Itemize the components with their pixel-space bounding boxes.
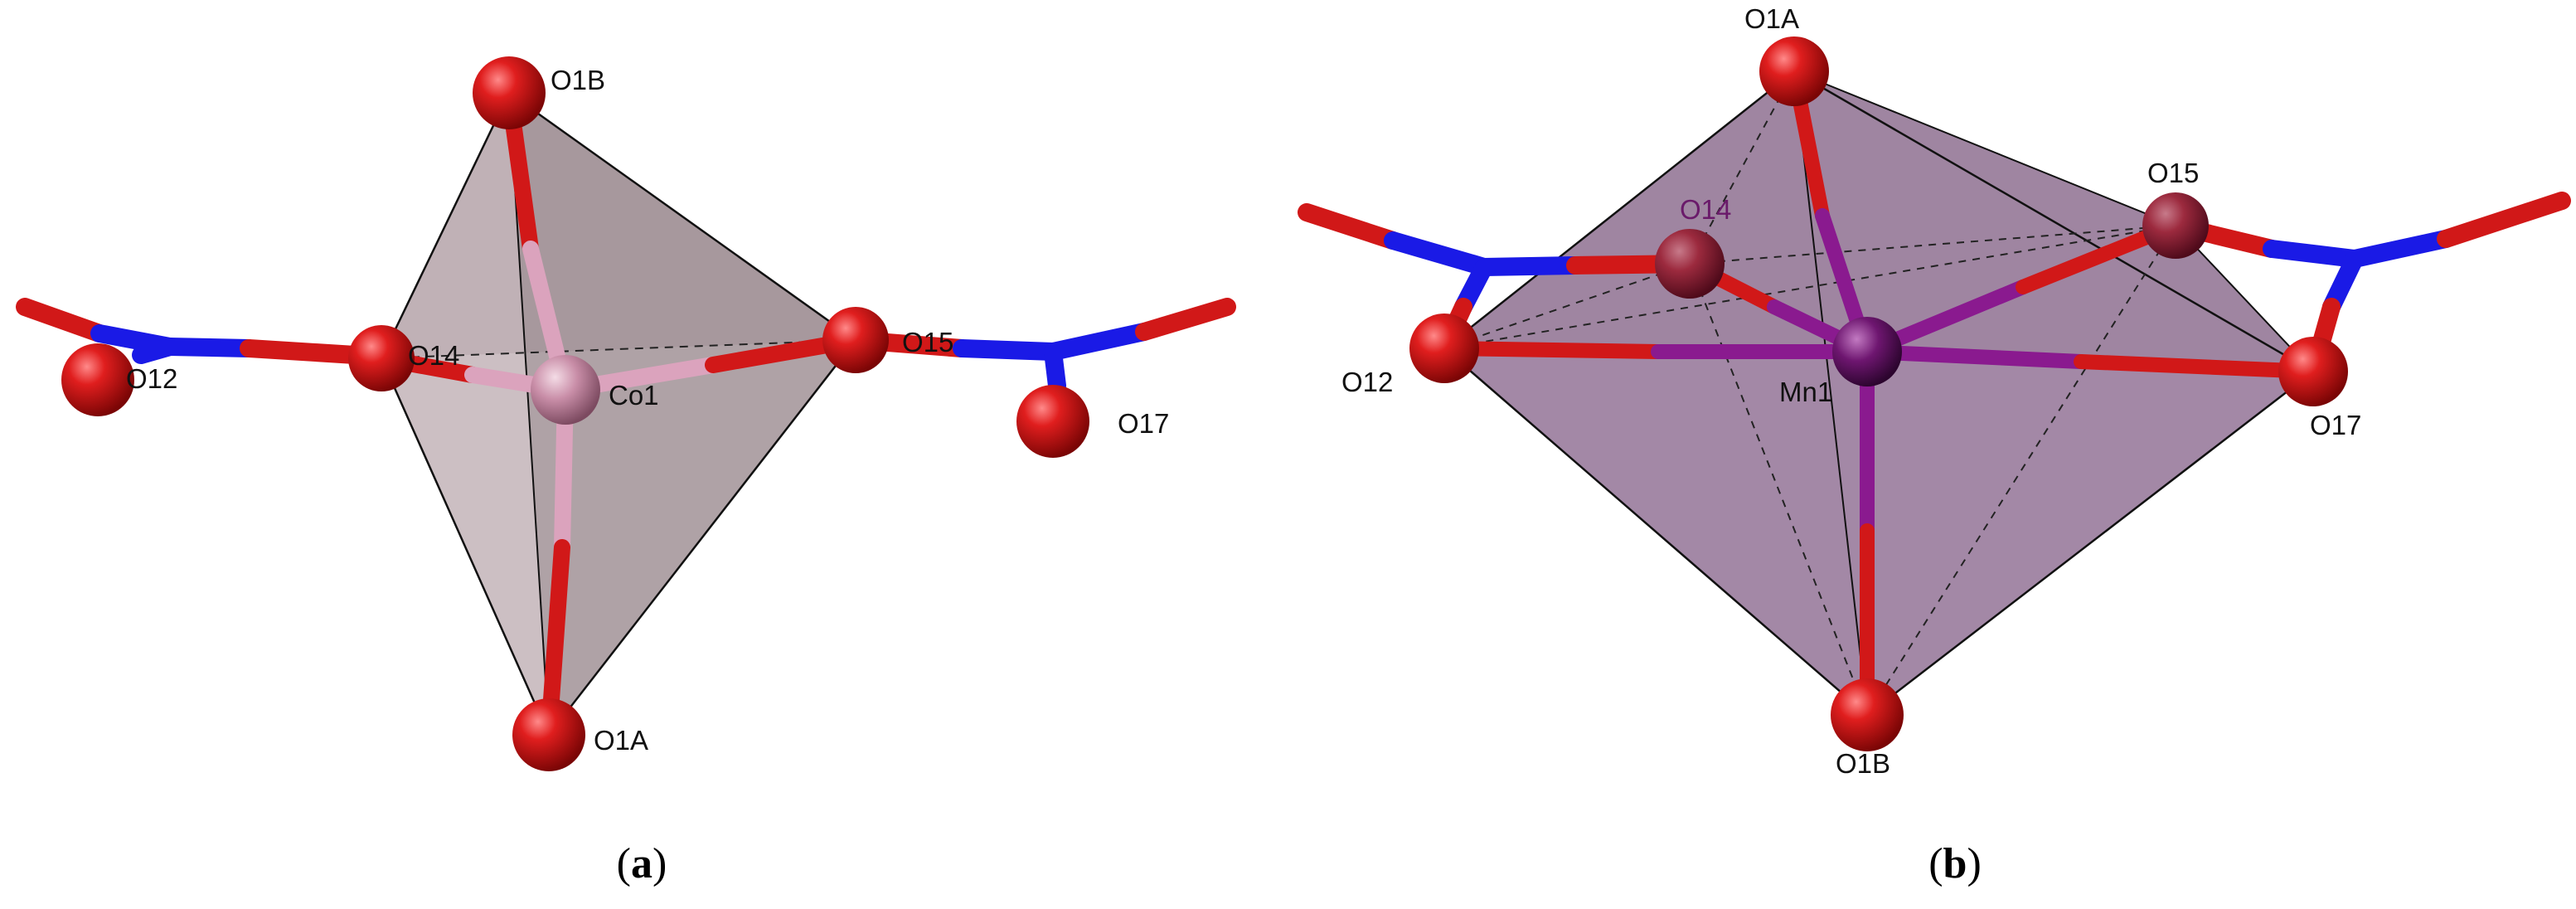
label-o14-b: O14 [1680, 194, 1731, 225]
polyhedron-edge-hidden [381, 339, 856, 359]
atom-o12-a [61, 343, 134, 416]
panel-caption-a: (a) [617, 840, 667, 887]
label-mn1: Mn1 [1779, 377, 1832, 407]
atom-o15-a [822, 307, 889, 373]
atom-o17-a [1016, 385, 1089, 458]
label-co1: Co1 [609, 380, 659, 411]
atom-o15-b [2142, 192, 2209, 259]
label-o1b-a: O1B [551, 65, 605, 95]
atom-o14-b [1655, 229, 1725, 299]
label-o1b-b: O1B [1836, 748, 1890, 779]
edge-o1a-o1b [1793, 70, 1868, 716]
atoms-a [61, 56, 1089, 771]
label-o14-a: O14 [408, 340, 459, 371]
polyhedron-face-bottom [1444, 348, 2313, 715]
atom-labels-b: O1A O14 O15 O12 Mn1 O17 O1B [1341, 3, 2361, 779]
polyhedron-face-left [381, 93, 549, 735]
coordination-polyhedron-a [380, 91, 857, 737]
label-o17-a: O17 [1118, 408, 1169, 439]
label-o1a-a: O1A [594, 725, 648, 756]
atom-o1a-b [1759, 36, 1829, 106]
coordination-polyhedron-b [1443, 70, 2316, 717]
polyhedron-face-top [1444, 71, 2313, 372]
polyhedron-face-right [509, 93, 856, 735]
atom-o12-b [1409, 314, 1479, 383]
hidden-edges-b [1443, 70, 2176, 716]
panel-a: O1B O14 Co1 O15 O12 O17 O1A (a) [16, 56, 1236, 887]
atoms-b [1409, 36, 2348, 751]
atom-o17-b [2278, 337, 2348, 406]
label-o17-b: O17 [2310, 410, 2361, 440]
atom-o14-a [348, 325, 415, 391]
panel-caption-b: (b) [1928, 840, 1982, 887]
label-o12-b: O12 [1341, 367, 1393, 397]
atom-o1b-b [1831, 678, 1904, 751]
label-o1a-b: O1A [1744, 3, 1799, 34]
atom-mn1 [1832, 317, 1902, 386]
label-o12-a: O12 [126, 363, 177, 394]
atom-o1a-a [512, 698, 585, 771]
panel-b: O1A O14 O15 O12 Mn1 O17 O1B (b) [1298, 3, 2571, 887]
label-o15-a: O15 [902, 327, 953, 357]
atom-o1b-a [473, 56, 546, 129]
label-o15-b: O15 [2147, 158, 2199, 188]
atom-co1 [531, 355, 600, 425]
edge-o1a-o15 [1793, 70, 2176, 226]
atom-labels-a: O1B O14 Co1 O15 O12 O17 O1A [126, 65, 1169, 756]
